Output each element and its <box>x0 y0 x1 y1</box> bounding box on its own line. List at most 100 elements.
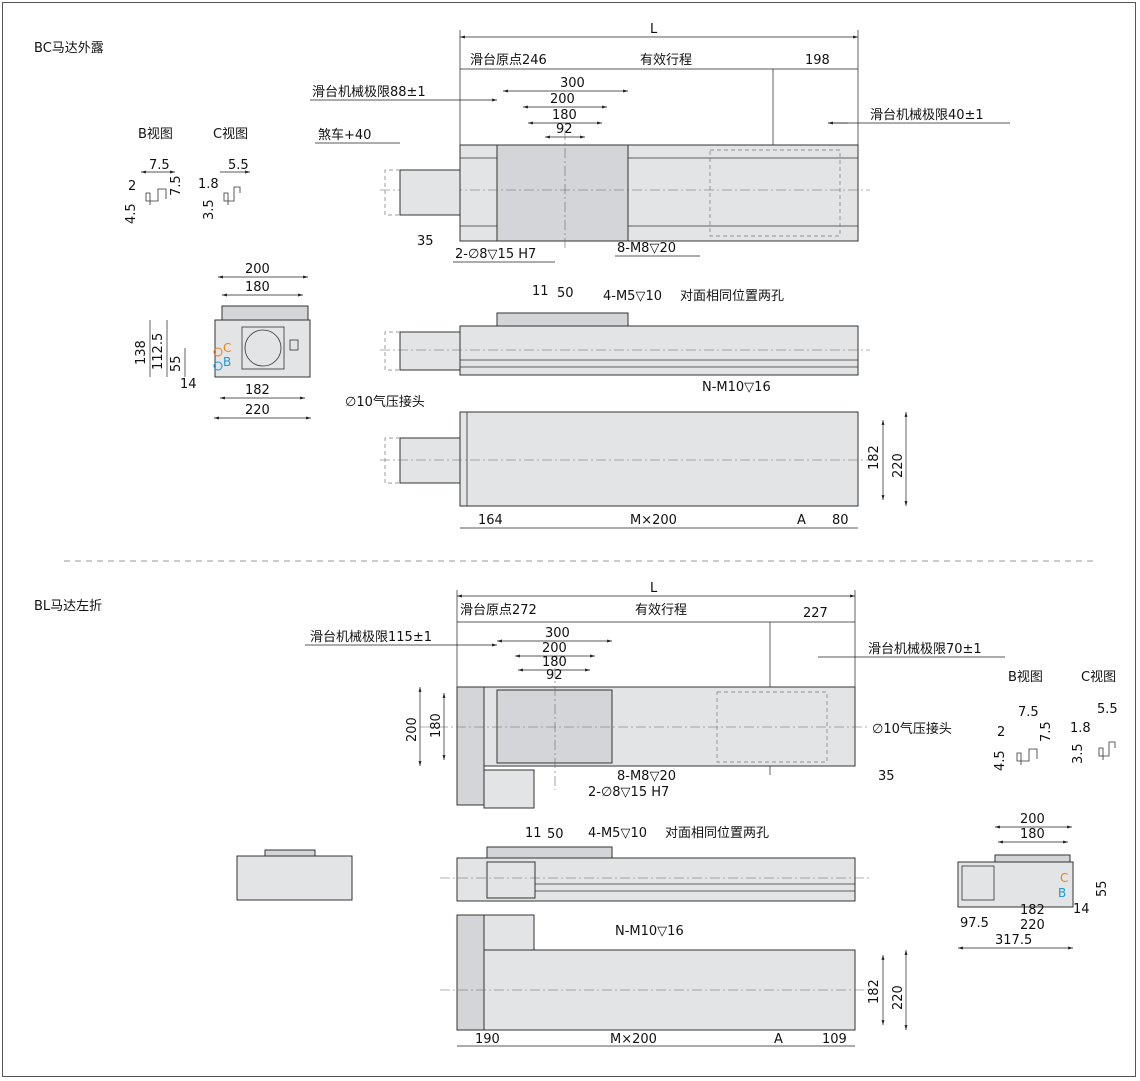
front-view-bc: 200 180 138 112.5 55 14 182 220 C B <box>134 262 311 420</box>
origin-label: 滑台原点246 <box>470 53 547 68</box>
bl-side-dim-11: 11 <box>525 826 542 841</box>
nm-label: N-M10▽16 <box>702 380 771 395</box>
bl-c-dim-2: 1.8 <box>1070 721 1091 736</box>
front-dim-14: 14 <box>180 377 197 392</box>
bl-side-holes: 4-M5▽10 <box>588 826 647 841</box>
top-view-bc: L 滑台原点246 有效行程 198 滑台机械极限88±1 滑台机械极限40±1… <box>310 22 1010 263</box>
side-dim-11: 11 <box>532 284 549 299</box>
pin-holes-label: 2-∅8▽15 H7 <box>455 247 536 262</box>
bl-dim-h180: 180 <box>429 713 444 738</box>
mech-limit-left: 滑台机械极限88±1 <box>312 85 426 100</box>
bl-stroke-label: 有效行程 <box>635 603 687 618</box>
bottom-dim-mx200: M×200 <box>630 513 677 528</box>
bottom-dim-80: 80 <box>832 513 849 528</box>
bl-bottom-dim-109: 109 <box>822 1032 847 1047</box>
bl-dim-200: 200 <box>542 641 567 656</box>
c-view-label: C视图 <box>213 127 248 142</box>
b-dim-3: 7.5 <box>169 175 184 196</box>
c-dim-1: 5.5 <box>228 158 249 173</box>
side-holes-label: 4-M5▽10 <box>603 289 662 304</box>
front-view-bl: 200 180 55 14 182 220 97.5 317.5 C B <box>957 812 1110 950</box>
front-dim-220: 220 <box>245 403 270 418</box>
c-dim-2: 1.8 <box>198 177 219 192</box>
bl-mech-limit-right: 滑台机械极限70±1 <box>868 642 982 657</box>
bc-views-bottom: B视图 C视图 7.5 2 7.5 4.5 5.5 1.8 3.5 <box>993 670 1118 771</box>
bl-dim-92: 92 <box>546 668 563 683</box>
dim-L: L <box>650 22 658 37</box>
side-view-bl: 11 50 4-M5▽10 对面相同位置两孔 <box>236 826 870 902</box>
bl-bottom-dim-182: 182 <box>867 979 882 1004</box>
bl-front-dim-180: 180 <box>1020 827 1045 842</box>
bl-dim-35: 35 <box>878 769 895 784</box>
bl-dim-300: 300 <box>545 626 570 641</box>
bl-c-dim-1: 5.5 <box>1097 702 1118 717</box>
brake-label: 煞车+40 <box>318 127 371 143</box>
bl-bottom-dim-a: A <box>774 1032 783 1047</box>
bl-dim-180: 180 <box>542 655 567 670</box>
bl-c-view-label: C视图 <box>1081 670 1116 685</box>
bottom-view-bc: ∅10气压接头 N-M10▽16 182 220 164 M×200 A 80 <box>345 380 908 529</box>
bl-screw-holes: 8-M8▽20 <box>617 769 676 784</box>
air-fitting-label: ∅10气压接头 <box>345 394 425 410</box>
bl-side-note: 对面相同位置两孔 <box>665 826 769 841</box>
front-dim-55: 55 <box>169 355 184 372</box>
mech-limit-right: 滑台机械极限40±1 <box>870 108 984 123</box>
bl-bottom-dim-190: 190 <box>475 1032 500 1047</box>
bl-side-dim-50: 50 <box>547 827 564 842</box>
front-marker-b: B <box>223 355 231 369</box>
front-dim-138: 138 <box>134 340 149 365</box>
bl-c-dim-3: 3.5 <box>1071 743 1086 764</box>
bl-b-dim-1: 7.5 <box>1018 705 1039 720</box>
bl-pin-holes: 2-∅8▽15 H7 <box>588 785 669 800</box>
front-dim-112: 112.5 <box>151 333 166 370</box>
bl-b-dim-4: 4.5 <box>993 750 1008 771</box>
stroke-label: 有效行程 <box>640 53 692 68</box>
b-view-label: B视图 <box>138 127 173 142</box>
bl-mech-limit-left: 滑台机械极限115±1 <box>310 630 432 645</box>
side-view-bc: 11 50 4-M5▽10 对面相同位置两孔 <box>380 284 870 376</box>
bl-bottom-dim-mx200: M×200 <box>610 1032 657 1047</box>
dim-200: 200 <box>550 92 575 107</box>
bl-bottom-dim-220: 220 <box>891 985 906 1010</box>
bl-dim-L: L <box>650 581 658 596</box>
dim-300: 300 <box>560 76 585 91</box>
dim-35: 35 <box>417 234 434 249</box>
b-dim-4: 4.5 <box>124 203 139 224</box>
bc-views-top: B视图 C视图 7.5 2 7.5 4.5 5.5 1.8 3.5 <box>124 127 250 224</box>
bl-front-dim-97: 97.5 <box>960 916 989 931</box>
bl-b-dim-3: 7.5 <box>1039 721 1054 742</box>
c-dim-3: 3.5 <box>202 199 217 220</box>
bl-front-dim-182: 182 <box>1020 903 1045 918</box>
front-dim-200: 200 <box>245 262 270 277</box>
top-view-bl: L 滑台原点272 有效行程 227 滑台机械极限115±1 滑台机械极限70±… <box>305 581 1005 809</box>
side-note: 对面相同位置两孔 <box>680 289 784 304</box>
bl-front-dim-200: 200 <box>1020 812 1045 827</box>
section-title-bl: BL马达左折 <box>34 599 102 614</box>
dim-92: 92 <box>556 122 573 137</box>
b-dim-1: 7.5 <box>149 158 170 173</box>
screw-holes-label: 8-M8▽20 <box>617 241 676 256</box>
bl-front-dim-317: 317.5 <box>995 933 1032 948</box>
bottom-view-bl: N-M10▽16 182 220 190 M×200 A 109 <box>440 914 908 1047</box>
bl-origin-label: 滑台原点272 <box>460 603 537 618</box>
bl-b-view-label: B视图 <box>1008 670 1043 685</box>
bl-nm-label: N-M10▽16 <box>615 924 684 939</box>
bl-b-dim-2: 2 <box>997 725 1005 740</box>
bl-front-marker-b: B <box>1058 886 1066 900</box>
bl-dim-h200: 200 <box>405 717 420 742</box>
bottom-dim-a: A <box>797 513 806 528</box>
front-dim-180: 180 <box>245 280 270 295</box>
end-dim: 198 <box>805 53 830 68</box>
front-marker-c: C <box>223 341 231 355</box>
bl-air-label: ∅10气压接头 <box>872 721 952 737</box>
bottom-dim-182: 182 <box>867 445 882 470</box>
bottom-dim-164: 164 <box>478 513 503 528</box>
side-dim-50: 50 <box>557 286 574 301</box>
front-dim-182: 182 <box>245 383 270 398</box>
bl-front-marker-c: C <box>1060 871 1068 885</box>
bl-front-dim-55: 55 <box>1095 880 1110 897</box>
b-dim-2: 2 <box>128 179 136 194</box>
bl-front-dim-220: 220 <box>1020 918 1045 933</box>
